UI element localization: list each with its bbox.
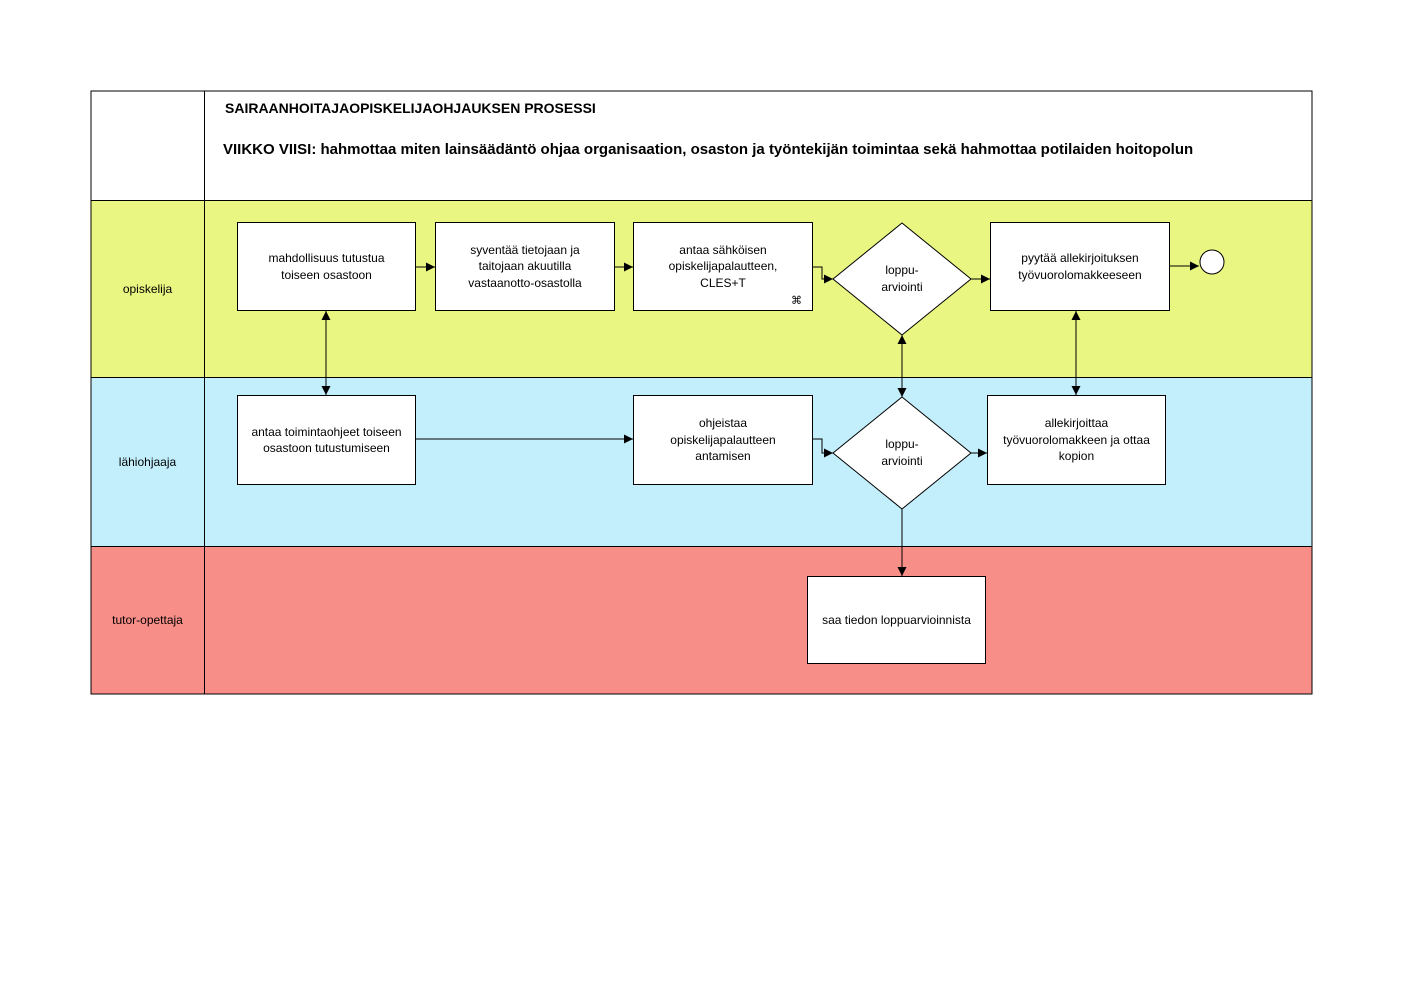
step-allekirjoittaa-label: allekirjoittaa työvuorolomakkeen ja otta…	[1003, 416, 1150, 464]
link-icon: ⌘	[791, 295, 802, 307]
step-tutustua-label: mahdollisuus tutustua toiseen osastoon	[268, 251, 385, 282]
step-ohjeistaa-label: ohjeistaa opiskelijapalautteen antamisen	[670, 416, 776, 464]
step-tiedon-saa-label: saa tiedon loppuarvioinnista	[822, 612, 971, 627]
flow-ohjeistaa-decision	[813, 438, 833, 458]
step-allekirjoittaa[interactable]: allekirjoittaa työvuorolomakkeen ja otta…	[987, 395, 1166, 485]
step-tiedon-saa[interactable]: saa tiedon loppuarvioinnista	[807, 576, 986, 664]
decision-label-lahiohjaaja: loppu- arviointi	[881, 437, 923, 468]
step-palaute-antaa-label: antaa sähköisen opiskelijapalautteen, CL…	[668, 242, 778, 290]
decision-label-opiskelija: loppu- arviointi	[881, 263, 923, 294]
step-tutustua[interactable]: mahdollisuus tutustua toiseen osastoon	[237, 222, 416, 311]
lane-label-tutor: tutor-opettaja	[112, 613, 183, 627]
step-palaute-antaa[interactable]: antaa sähköisen opiskelijapalautteen, CL…	[633, 222, 813, 311]
flow-palaute-decision	[813, 266, 833, 284]
step-allekirjoitus-pyytaa-label: pyytää allekirjoituksen työvuorolomakkee…	[1018, 251, 1142, 282]
step-toimintaohjeet[interactable]: antaa toimintaohjeet toiseen osastoon tu…	[237, 395, 416, 485]
lane-label-opiskelija: opiskelija	[122, 282, 173, 296]
lane-tutor	[91, 546, 1312, 694]
step-allekirjoitus-pyytaa[interactable]: pyytää allekirjoituksen työvuorolomakkee…	[990, 222, 1170, 311]
end-event-icon	[1199, 249, 1225, 275]
step-toimintaohjeet-label: antaa toimintaohjeet toiseen osastoon tu…	[251, 424, 402, 456]
lane-label-lahiohjaaja: lähiohjaaja	[118, 454, 177, 469]
step-syventaa[interactable]: syventää tietojaan ja taitojaan akuutill…	[435, 222, 615, 311]
step-ohjeistaa[interactable]: ohjeistaa opiskelijapalautteen antamisen	[633, 395, 813, 485]
diagram-subtitle: VIIKKO VIISI: hahmottaa miten lainsäädän…	[223, 141, 1194, 158]
diagram-title: SAIRAANHOITAJAOPISKELIJAOHJAUKSEN PROSES…	[225, 100, 596, 116]
header-band	[91, 91, 1312, 201]
step-syventaa-label: syventää tietojaan ja taitojaan akuutill…	[468, 242, 582, 290]
frame	[90, 90, 1313, 695]
